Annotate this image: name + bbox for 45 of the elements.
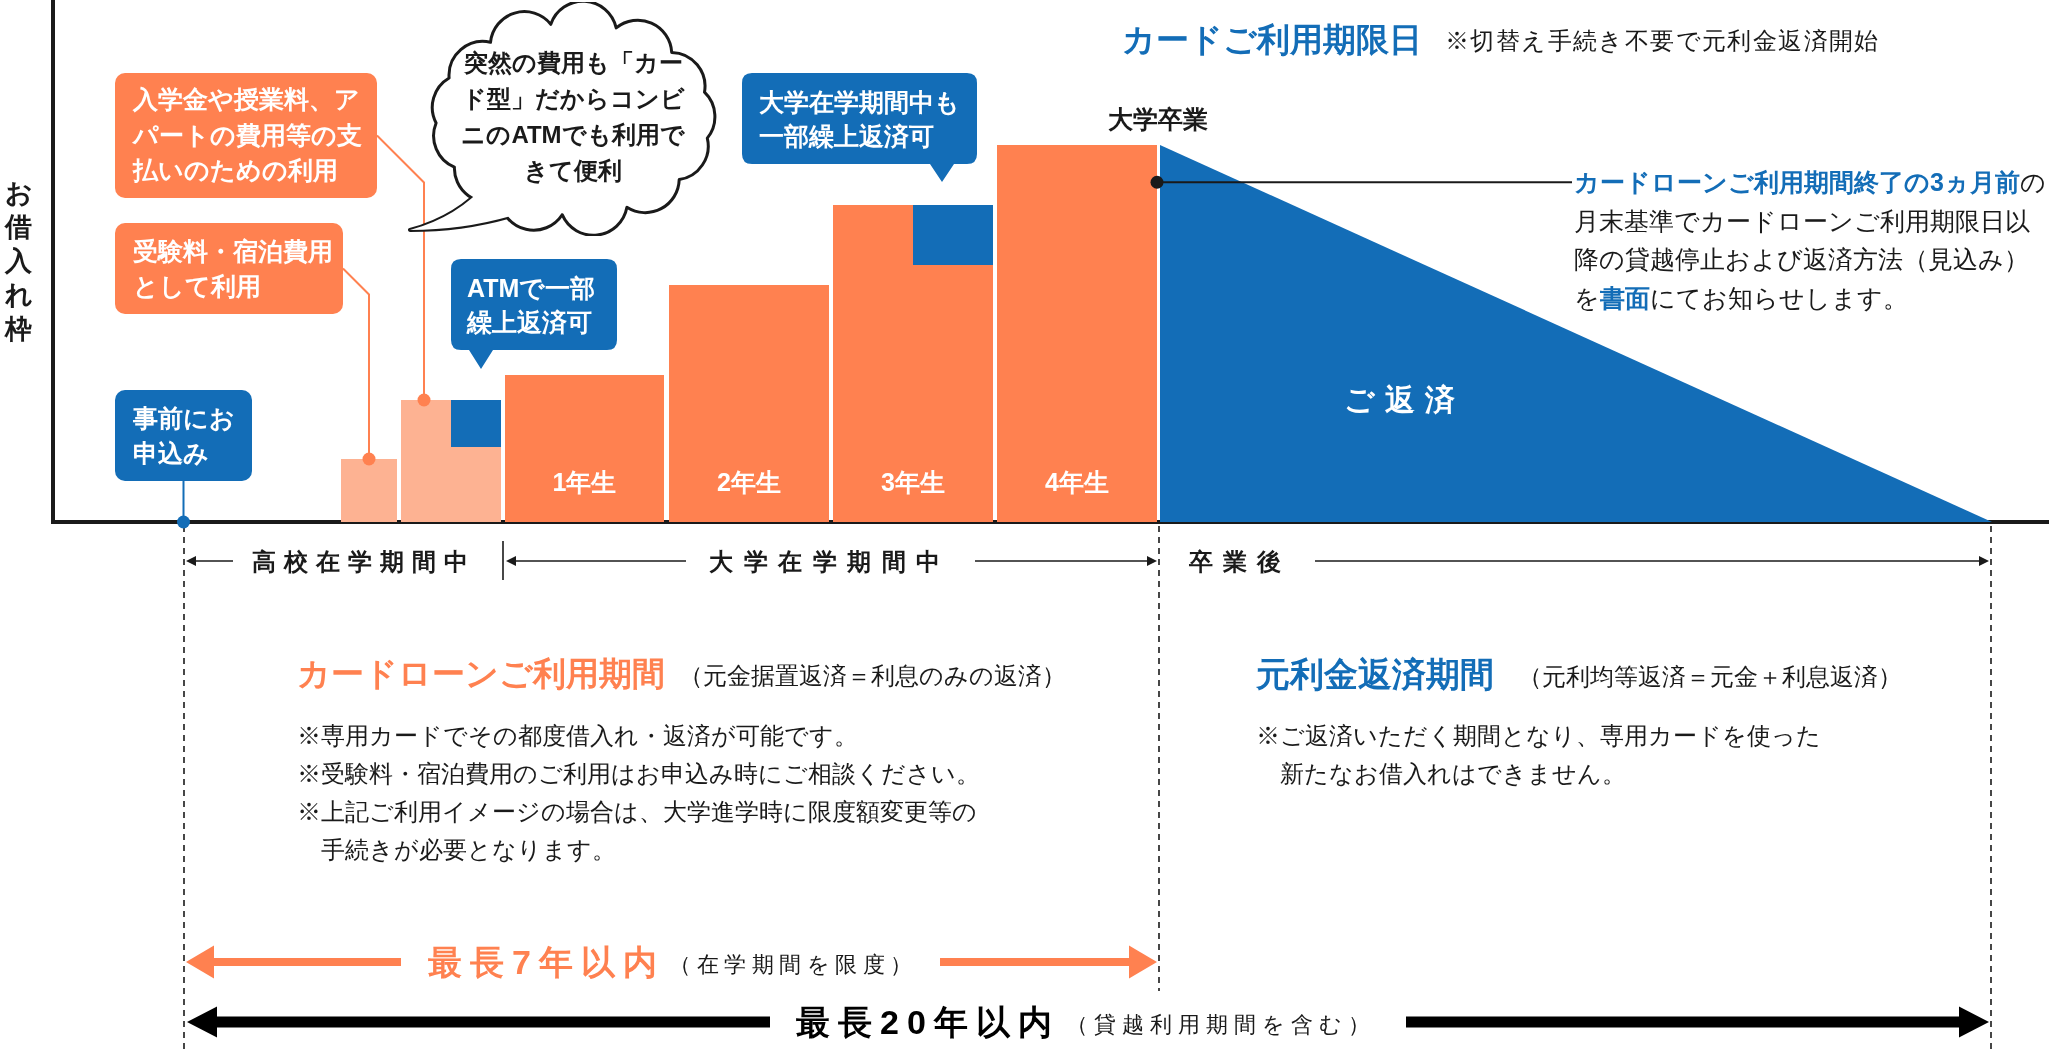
milestone-label: 大学卒業	[1108, 103, 1208, 135]
section-subtitle: （元利均等返済＝元金＋利息返済）	[1518, 661, 1902, 692]
span-label: 最長7年以内	[428, 942, 665, 983]
bar-label: 3年生	[881, 467, 945, 497]
leader-line	[342, 267, 376, 466]
period-label: 高校在学期間中	[252, 546, 476, 577]
bar	[401, 400, 501, 522]
section-subtitle: （元金据置返済＝利息のみの返済）	[679, 660, 1066, 691]
bar	[997, 145, 1157, 522]
bar	[341, 459, 397, 522]
section-heading: 元利金返済期間	[1256, 654, 1494, 695]
repayment-block	[913, 205, 993, 265]
callout: 事前にお申込み	[115, 390, 252, 481]
callout-text: 大学在学期間中も一部繰上返済可	[759, 86, 961, 152]
span-note: （在学期間を限度）	[669, 950, 918, 979]
bar	[669, 285, 829, 522]
period-label: 大学在学期間中	[709, 546, 951, 577]
note-text: ※上記ご利用イメージの場合は、大学進学時に限度額変更等の手続きが必要となります。	[297, 797, 978, 865]
bar	[505, 375, 664, 522]
note-text: ※受験料・宿泊費用のご利用はお申込み時にご相談ください。	[297, 759, 981, 789]
axis-title: お借入れ枠	[5, 177, 32, 346]
area-label: ご返済	[1343, 382, 1465, 418]
section-heading: カードローンご利用期間	[297, 653, 665, 694]
callout: 入学金や授業料、アパートの費用等の支払いのための利用	[115, 73, 377, 198]
callout: 受験料・宿泊費用として利用	[115, 223, 343, 314]
deadline-heading: カードご利用期限日	[1122, 19, 1422, 60]
period-label: 卒業後	[1189, 546, 1291, 577]
span-note: （貸越利用期間を含む）	[1066, 1010, 1376, 1039]
bar-label: 4年生	[1045, 467, 1109, 497]
callout	[451, 259, 617, 369]
note-text: カードローンご利用期間終了の3ヵ月前の月末基準でカードローンご利用期限日以降の貸越停止および返済方法（見込み）を書面にてお知らせします。	[1574, 163, 2049, 317]
repayment-block	[451, 400, 501, 447]
bubble-text: 突然の費用も「カード型」だからコンビニのATMでも利用できて便利	[460, 48, 686, 186]
leader-line	[376, 134, 431, 407]
note-text: ※切替え手続き不要で元利金返済開始	[1445, 25, 1880, 56]
leader-line	[1150, 175, 1573, 189]
bar	[833, 205, 993, 522]
bar-label: 2年生	[717, 467, 781, 497]
leader-line	[177, 480, 190, 529]
span-label: 最長20年以内	[796, 1002, 1060, 1043]
note-text: ※ご返済いただく期間となり、専用カードを使った新たなお借入れはできません。	[1256, 721, 1822, 789]
note-text: ※専用カードでその都度借入れ・返済が可能です。	[297, 721, 859, 751]
callout-text: ATMで一部繰上返済可	[467, 272, 597, 338]
bar-label: 1年生	[552, 467, 617, 497]
callout	[742, 73, 977, 182]
